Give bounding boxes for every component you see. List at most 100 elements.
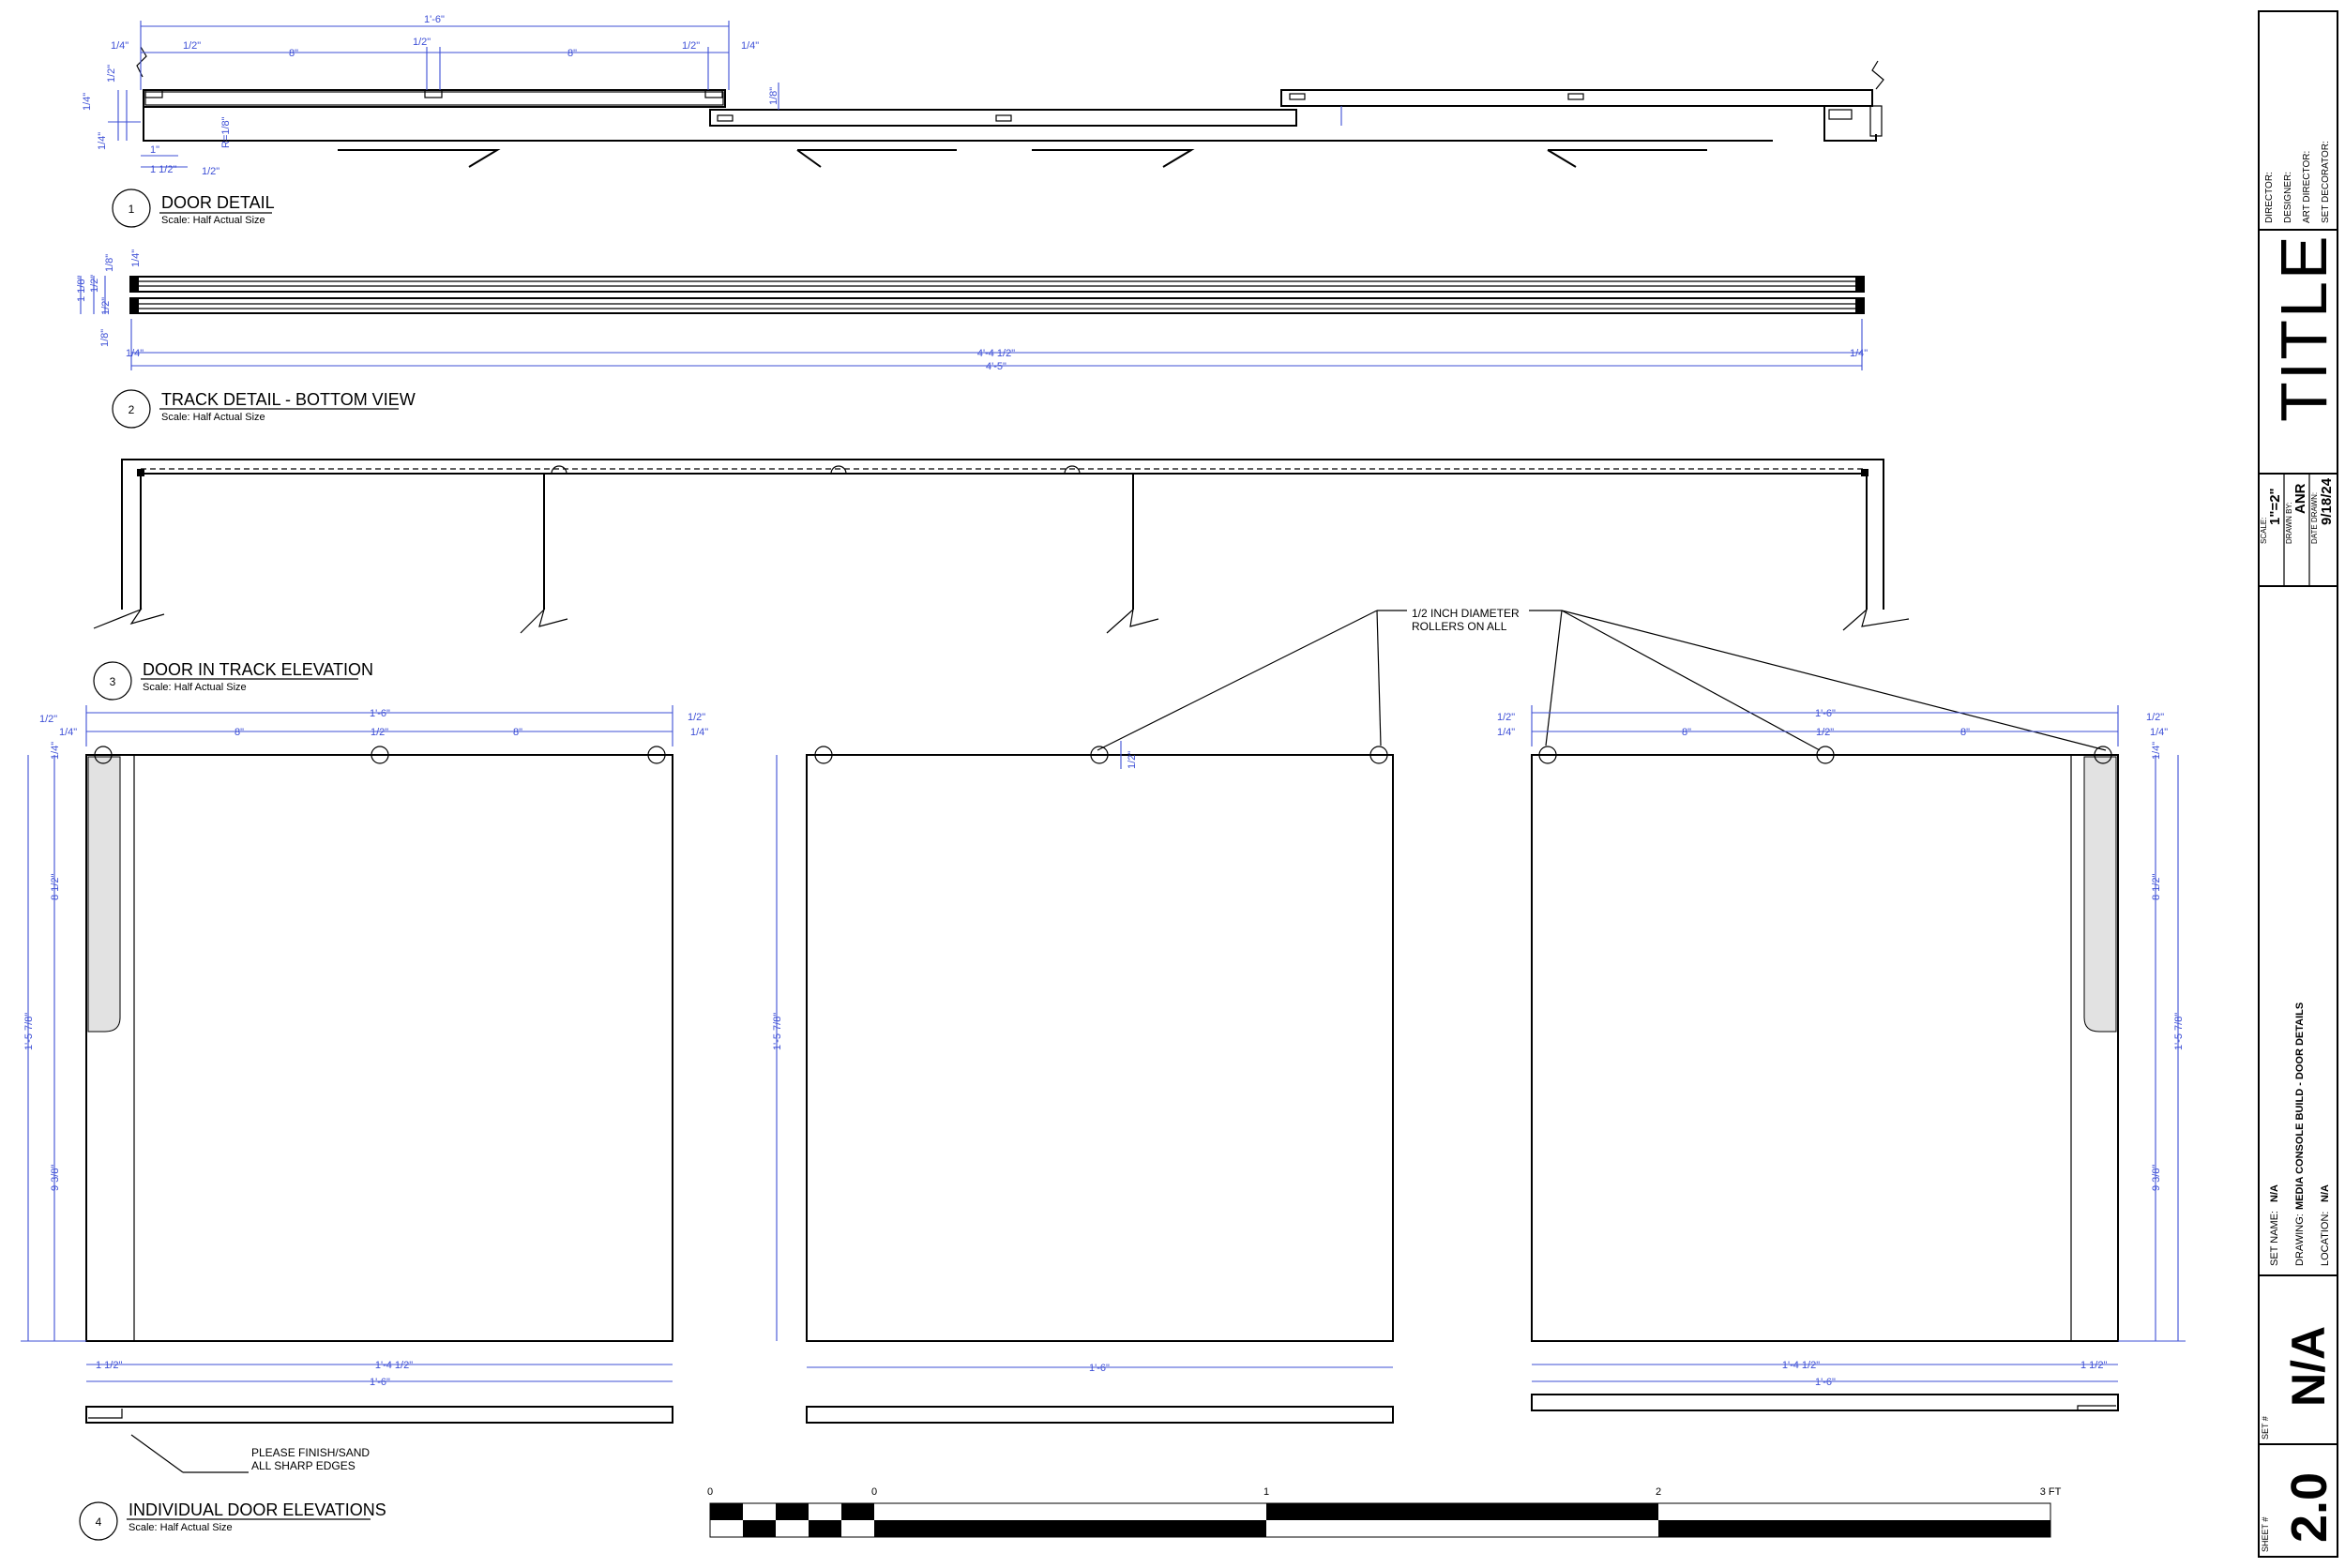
dim-text: 1'-6"	[1815, 1377, 1836, 1388]
detail-number: 4	[96, 1515, 102, 1529]
roller	[551, 465, 567, 475]
detail-scale: Scale: Half Actual Size	[143, 682, 247, 693]
tb-sheet-number: 2.0	[2281, 1472, 2337, 1543]
roller-slot	[995, 114, 1012, 122]
scale-label: 0	[707, 1486, 713, 1498]
dim-text: 9 3/8"	[2151, 1165, 2162, 1191]
dim-text: 8"	[513, 727, 522, 738]
dim-text: 4'-4 1/2"	[977, 348, 1015, 359]
scale-label: 2	[1656, 1486, 1661, 1498]
roller-slot	[1567, 93, 1584, 100]
dim-text: 1'-6"	[370, 1377, 390, 1388]
detail-title: DOOR IN TRACK ELEVATION	[143, 660, 373, 679]
detail-title: DOOR DETAIL	[161, 193, 275, 212]
dim-text: 1/2"	[413, 37, 431, 48]
roller	[830, 465, 847, 475]
dim-text: 1'-5 7/8"	[2173, 1013, 2185, 1050]
dim-text: 1'-6"	[1815, 708, 1836, 719]
dim-text: 1 1/2"	[96, 1360, 122, 1371]
tb-drawing: MEDIA CONSOLE BUILD - DOOR DETAILS	[2294, 1003, 2306, 1210]
detail-number: 2	[129, 403, 135, 416]
roller	[814, 746, 833, 764]
roller	[371, 746, 389, 764]
detail-callout-circle	[112, 188, 151, 228]
tb-date: 9/18/24	[2319, 477, 2335, 525]
tb-label: DRAWING:	[2294, 1214, 2306, 1266]
dim-text: 1/2"	[688, 712, 705, 723]
detail-number: 3	[110, 675, 116, 688]
roller	[647, 746, 666, 764]
dim-text: 1'-6"	[424, 14, 445, 25]
dim-text: 1'-4 1/2"	[1782, 1360, 1820, 1371]
door-board-3	[1280, 89, 1873, 107]
detail-title: TRACK DETAIL - BOTTOM VIEW	[161, 390, 416, 409]
detail-3-door-in-track: 3 DOOR IN TRACK ELEVATION Scale: Half Ac…	[93, 459, 1910, 701]
track-frame	[121, 459, 1884, 610]
detail-title: INDIVIDUAL DOOR ELEVATIONS	[129, 1500, 386, 1519]
dim-text: 8 1/2"	[2151, 874, 2162, 900]
tb-label: DIRECTOR:	[2264, 172, 2275, 223]
tb-drawn-by: ANR	[2292, 483, 2308, 514]
support-2-leg	[796, 149, 822, 168]
support-1	[338, 149, 501, 168]
dim-text: 8"	[234, 727, 244, 738]
tb-label: SET #	[2261, 1416, 2270, 1440]
dim-text: 1/4"	[97, 132, 108, 150]
dim-text: 8"	[567, 48, 577, 59]
support-3	[1032, 149, 1195, 168]
detail-scale: Scale: Half Actual Size	[161, 215, 265, 226]
detail-callout-circle	[79, 1501, 118, 1541]
tb-title: TITLE	[2267, 234, 2340, 422]
door-board-1-inner	[144, 91, 724, 106]
tb-location: N/A	[2320, 1184, 2331, 1202]
break-symbol	[1871, 60, 1884, 90]
support-4-leg	[1547, 149, 1577, 168]
tb-label: SCALE:	[2260, 518, 2268, 544]
dim-text: 1/4"	[1497, 727, 1515, 738]
track-end	[1823, 106, 1877, 142]
dim-text: 1/4"	[690, 727, 708, 738]
dim-text: 1/2"	[682, 40, 700, 52]
dim-text: 1/8"	[104, 254, 115, 272]
roller	[2094, 746, 2112, 764]
dim-text: 1 1/8"	[76, 276, 87, 302]
tb-scale: 1"=2"	[2267, 488, 2283, 525]
tb-label: DESIGNER:	[2283, 172, 2293, 223]
break-symbol	[520, 607, 568, 634]
dim-text: 1/2"	[39, 714, 57, 725]
dim-text: 1 1/2"	[2080, 1360, 2107, 1371]
detail-2-track-detail: 4'-4 1/2" 4'-5" 1/4" 1/4" 1/8" 1/8" 1 1/…	[76, 249, 1868, 429]
tb-label: ART DIRECTOR:	[2302, 151, 2312, 223]
dim-text: 8"	[1960, 727, 1970, 738]
dim-text: 1/4"	[126, 348, 144, 359]
dim-text: 1/4"	[2150, 727, 2168, 738]
dim-text: 1'-6"	[1089, 1363, 1110, 1374]
dim-text: 1 1/2"	[150, 164, 176, 175]
break-symbol	[1106, 608, 1159, 634]
dim-text: 1"	[150, 144, 159, 156]
scale-label: 0	[871, 1486, 877, 1498]
detail-scale: Scale: Half Actual Size	[161, 412, 265, 423]
dim-text: 1/2"	[100, 297, 112, 315]
track-end-block	[1855, 297, 1865, 314]
dim-text: R=1/8"	[220, 116, 232, 148]
break-symbol	[1842, 608, 1910, 631]
dim-text: 4'-5"	[986, 361, 1006, 372]
break-symbol	[93, 608, 165, 629]
dim-text: 1/2"	[106, 65, 117, 83]
dim-text: 9 3/8"	[50, 1165, 61, 1191]
roller	[1090, 746, 1109, 764]
track-end-block	[1855, 276, 1865, 293]
detail-number: 1	[129, 203, 135, 216]
door-bottom-view-right	[1531, 1394, 2119, 1411]
door-board-2	[709, 109, 1297, 127]
roller-slot	[704, 89, 723, 98]
dim-text: 8"	[1682, 727, 1691, 738]
note-text: ROLLERS ON ALL	[1412, 620, 1507, 633]
roller	[94, 746, 113, 764]
roller-slot	[144, 89, 163, 98]
dim-text: 1/4"	[59, 727, 77, 738]
dim-text: 1/2"	[183, 40, 201, 52]
dim-text: 1/2"	[2146, 712, 2164, 723]
